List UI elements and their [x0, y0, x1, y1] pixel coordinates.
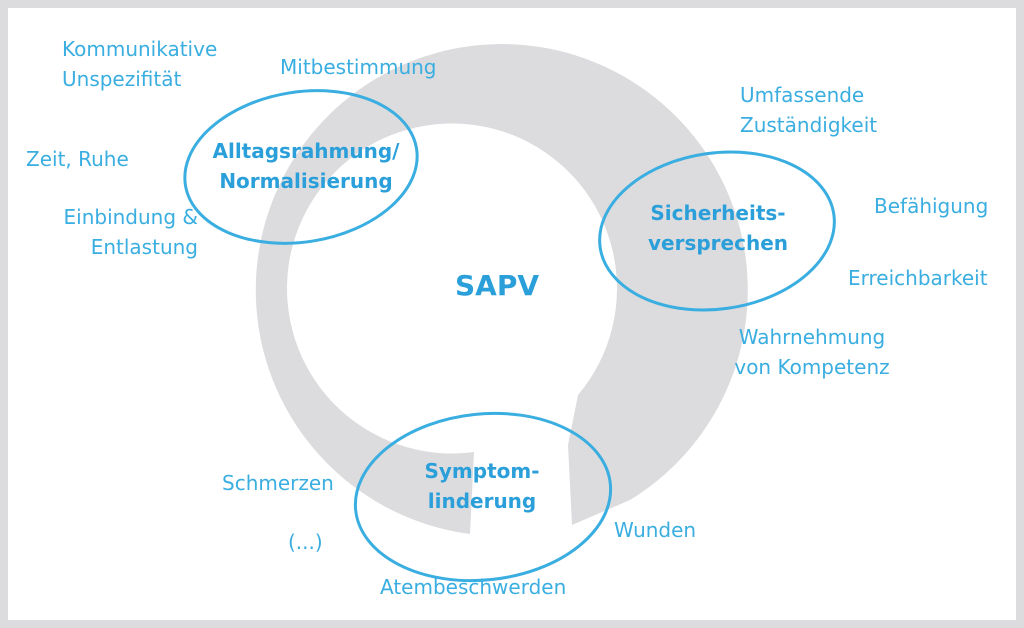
label-einbindung-entlastung: Einbindung & Entlastung	[20, 202, 199, 262]
label-einbindung-line-2: Entlastung	[90, 235, 198, 259]
label-atembeschwerden: Atembeschwerden	[380, 572, 566, 602]
label-befaehigung-line-1: Befähigung	[874, 194, 989, 218]
label-wunden-line-1: Wunden	[614, 518, 697, 542]
node-sicherheitsversprechen-line-2: versprechen	[647, 231, 788, 255]
node-alltagsrahmung-line-2: Normalisierung	[219, 169, 393, 193]
label-mitbestimmung-line-1: Mitbestimmung	[280, 55, 437, 79]
label-zeit-ruhe: Zeit, Ruhe	[26, 144, 129, 174]
ellipse-sicherheitsversprechen	[598, 150, 836, 312]
label-befaehigung: Befähigung	[874, 191, 988, 221]
cycle-arrow	[255, 44, 748, 534]
node-sicherheitsversprechen: Sicherheits- versprechen	[618, 198, 818, 258]
label-kommunikative-unspezifitaet: Kommunikative Unspezifität	[62, 34, 217, 94]
label-mitbestimmung: Mitbestimmung	[280, 52, 436, 82]
label-schmerzen: Schmerzen	[222, 468, 334, 498]
label-wahrnehmung-von-kompetenz: Wahrnehmung von Kompetenz	[722, 322, 902, 382]
ellipse-alltagsrahmung	[183, 89, 419, 245]
label-wunden: Wunden	[614, 515, 696, 545]
node-symptomlinderung-line-1: Symptom-	[424, 459, 540, 483]
label-erreichbarkeit-line-1: Erreichbarkeit	[848, 266, 988, 290]
label-wahrnehmung-line-1: Wahrnehmung	[738, 325, 886, 349]
center-title: SAPV	[454, 269, 540, 302]
label-erreichbarkeit: Erreichbarkeit	[848, 263, 988, 293]
node-alltagsrahmung: Alltagsrahmung/ Normalisierung	[196, 136, 416, 196]
label-schmerzen-line-1: Schmerzen	[222, 471, 334, 495]
label-zeit-ruhe-line-1: Zeit, Ruhe	[26, 147, 129, 171]
label-ellipsis: (...)	[288, 527, 323, 557]
ellipse-symptomlinderung	[353, 411, 613, 583]
node-alltagsrahmung-line-1: Alltagsrahmung/	[212, 139, 400, 163]
label-umfassende-zustaendigkeit: Umfassende Zuständigkeit	[740, 80, 877, 140]
label-umfassende-line-1: Umfassende	[740, 83, 865, 107]
label-atembeschwerden-line-1: Atembeschwerden	[380, 575, 567, 599]
label-einbindung-line-1: Einbindung &	[63, 205, 199, 229]
label-wahrnehmung-line-2: von Kompetenz	[734, 355, 890, 379]
label-umfassende-line-2: Zuständigkeit	[740, 113, 878, 137]
node-symptomlinderung-line-2: linderung	[427, 489, 537, 513]
label-ellipsis-line-1: (...)	[288, 530, 323, 554]
label-kommunikative-line-2: Unspezifität	[62, 67, 182, 91]
node-sicherheitsversprechen-line-1: Sicherheits-	[650, 201, 786, 225]
node-symptomlinderung: Symptom- linderung	[392, 456, 572, 516]
label-kommunikative-line-1: Kommunikative	[62, 37, 218, 61]
